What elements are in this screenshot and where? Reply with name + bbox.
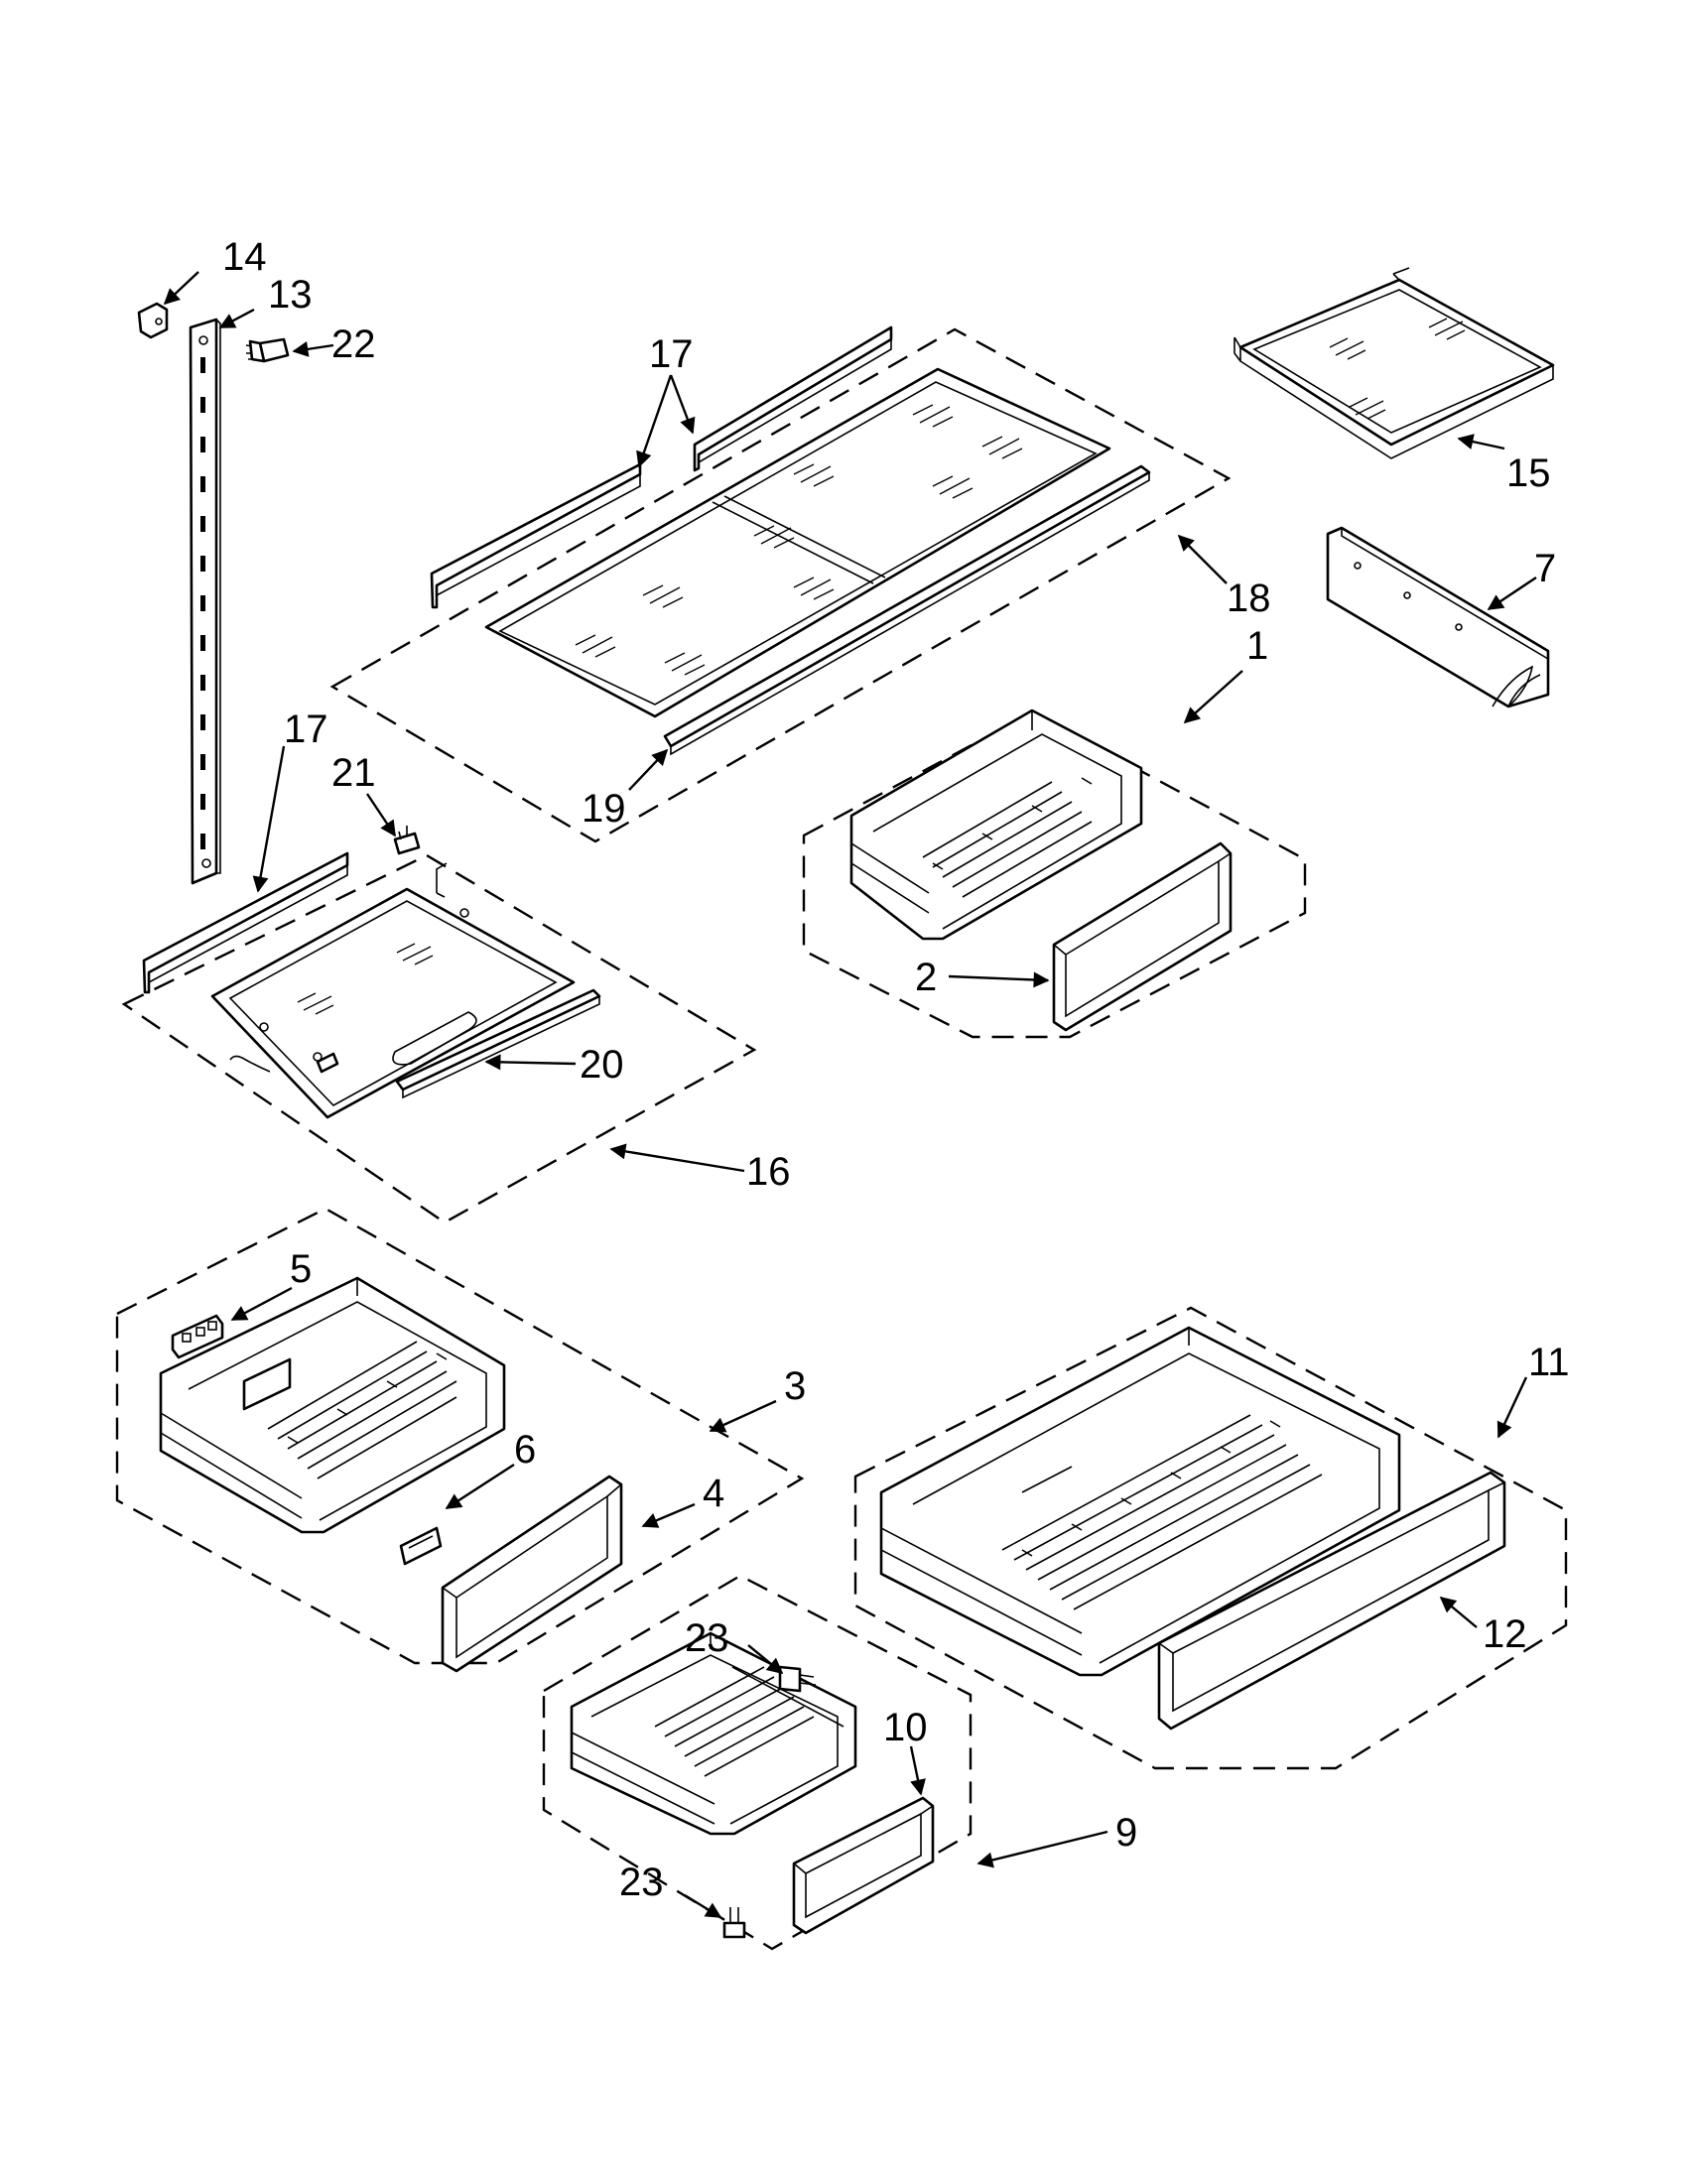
screw-23-upper-part — [778, 1665, 817, 1693]
group-box-16 — [121, 853, 757, 1224]
shelf-rail-right-part — [693, 325, 893, 472]
callout-2: 2 — [915, 956, 937, 999]
shelf-trim-19-part — [663, 464, 1151, 756]
shelf-standard-part — [189, 318, 221, 885]
leader-lines — [163, 271, 1537, 1919]
callout-6: 6 — [514, 1428, 536, 1472]
group-box-18 — [329, 327, 1232, 843]
screw-21-part — [393, 826, 421, 855]
glass-shelf-16-part — [210, 862, 576, 1119]
deli-cover-4-part — [441, 1475, 623, 1673]
large-cover-12-part — [1157, 1471, 1506, 1731]
group-box-11 — [853, 1306, 1568, 1770]
callout-18: 18 — [1227, 577, 1271, 620]
callout-13: 13 — [268, 273, 313, 317]
callout-4: 4 — [703, 1472, 724, 1515]
callout-16: 16 — [746, 1150, 791, 1194]
deli-pan-part — [159, 1276, 506, 1534]
callout-labels: 14 13 22 17 15 7 18 1 19 2 17 21 20 16 5… — [222, 235, 1570, 1904]
callout-23-top: 23 — [685, 1616, 729, 1660]
crisper-cover-2-part — [1052, 841, 1233, 1032]
group-box-9 — [542, 1574, 973, 1951]
shelf-rail-lower-part — [142, 851, 349, 994]
large-pan-part — [879, 1326, 1401, 1677]
callout-7: 7 — [1534, 547, 1556, 590]
callout-21: 21 — [331, 751, 376, 795]
callout-3: 3 — [784, 1364, 806, 1408]
small-cover-10-part — [792, 1796, 935, 1935]
callout-23-bottom: 23 — [619, 1861, 664, 1904]
callout-17-left: 17 — [284, 707, 328, 751]
screw-22-part — [245, 337, 290, 363]
callout-19: 19 — [582, 787, 626, 831]
standard-cap-part — [137, 302, 169, 339]
callout-15: 15 — [1506, 451, 1551, 495]
small-pan-part — [570, 1631, 857, 1836]
group-box-3 — [115, 1207, 805, 1665]
shelf-trim-20-part — [395, 988, 601, 1099]
shelf-15-part — [1234, 267, 1555, 459]
callout-17-top: 17 — [649, 332, 694, 376]
callout-10: 10 — [883, 1706, 928, 1749]
callout-22: 22 — [331, 322, 376, 366]
screw-23-lower-part — [722, 1907, 746, 1939]
label-6-part — [399, 1526, 443, 1566]
deflector-7-part — [1326, 526, 1550, 708]
callout-20: 20 — [580, 1043, 624, 1087]
callout-1: 1 — [1246, 624, 1268, 668]
callout-11: 11 — [1528, 1341, 1570, 1384]
callout-12: 12 — [1483, 1612, 1527, 1656]
callout-9: 9 — [1115, 1811, 1137, 1855]
glass-shelf-assembly-part — [484, 367, 1111, 718]
callout-5: 5 — [290, 1247, 312, 1291]
crisper-pan-part — [849, 708, 1143, 941]
control-5-part — [171, 1314, 224, 1359]
callout-14: 14 — [222, 235, 267, 279]
